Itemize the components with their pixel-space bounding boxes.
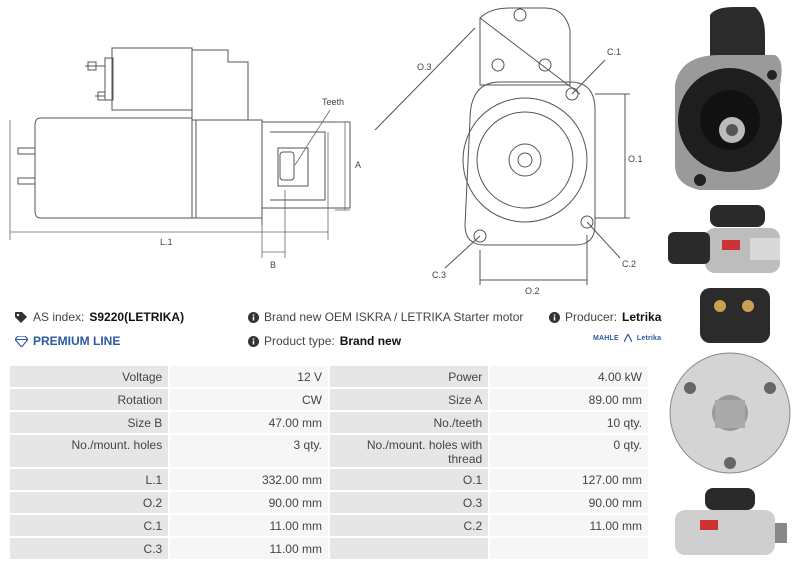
photo-side-bottom bbox=[675, 488, 787, 555]
product-type-label: Product type: bbox=[264, 334, 335, 348]
producer-label: Producer: bbox=[565, 310, 618, 324]
spec-label: Size B bbox=[10, 412, 169, 433]
spec-label: L.1 bbox=[10, 469, 169, 490]
brand-logo-sub: Letrika bbox=[636, 334, 662, 342]
info-row-1: AS index: S9220(LETRIKA) Brand new OEM I… bbox=[15, 310, 661, 326]
spec-label: C.1 bbox=[10, 515, 169, 536]
label-o1: O.1 bbox=[628, 154, 643, 164]
label-c2: C.2 bbox=[622, 259, 636, 269]
spec-value: 90.00 mm bbox=[170, 492, 328, 513]
spec-label: O.3 bbox=[329, 492, 489, 513]
spec-label: Size A bbox=[329, 389, 489, 410]
spec-value: 3 qty. bbox=[170, 435, 328, 467]
spec-value: 12 V bbox=[170, 366, 328, 387]
tag-icon bbox=[15, 311, 27, 323]
label-o3: O.3 bbox=[417, 62, 432, 72]
spec-value: CW bbox=[170, 389, 328, 410]
spec-label: C.2 bbox=[329, 515, 489, 536]
label-o2: O.2 bbox=[525, 286, 540, 296]
as-index-label: AS index: bbox=[33, 310, 85, 324]
brand-mark-icon bbox=[623, 334, 632, 342]
label-c3: C.3 bbox=[432, 270, 446, 280]
brand-logo: MAHLE Letrika bbox=[593, 334, 661, 342]
producer: Producer: Letrika bbox=[549, 310, 661, 324]
as-index: AS index: S9220(LETRIKA) bbox=[15, 310, 184, 324]
product-type: Product type: Brand new bbox=[248, 334, 401, 348]
diamond-icon bbox=[15, 335, 28, 347]
product-info: AS index: S9220(LETRIKA) Brand new OEM I… bbox=[15, 310, 661, 350]
label-b: B bbox=[270, 260, 276, 270]
spec-value: 332.00 mm bbox=[170, 469, 328, 490]
photo-front bbox=[675, 7, 782, 190]
label-teeth: Teeth bbox=[322, 97, 344, 107]
spec-label: No./mount. holes bbox=[10, 435, 169, 467]
premium-line-label: PREMIUM LINE bbox=[33, 334, 121, 348]
info-icon bbox=[549, 311, 560, 323]
product-type-value: Brand new bbox=[339, 334, 402, 348]
spec-label: Power bbox=[329, 366, 489, 387]
label-c1: C.1 bbox=[607, 47, 621, 57]
spec-label: No./teeth bbox=[329, 412, 489, 433]
label-l1: L.1 bbox=[160, 237, 173, 247]
description-text: Brand new OEM ISKRA / LETRIKA Starter mo… bbox=[264, 310, 524, 324]
producer-value: Letrika bbox=[622, 310, 662, 324]
spec-value: 11.00 mm bbox=[490, 515, 648, 536]
spec-value bbox=[490, 538, 648, 559]
spec-value: 90.00 mm bbox=[490, 492, 648, 513]
side-view bbox=[17, 47, 351, 225]
spec-value: 4.00 kW bbox=[490, 366, 648, 387]
spec-value: 0 qty. bbox=[490, 435, 648, 467]
spec-label: C.3 bbox=[10, 538, 169, 559]
front-view bbox=[374, 7, 630, 285]
label-a: A bbox=[355, 160, 361, 170]
spec-value: 127.00 mm bbox=[490, 469, 648, 490]
info-icon bbox=[248, 335, 259, 347]
photo-rear bbox=[669, 288, 791, 474]
spec-value: 89.00 mm bbox=[490, 389, 648, 410]
as-index-value: S9220(LETRIKA) bbox=[89, 310, 185, 324]
spec-value: 11.00 mm bbox=[170, 538, 328, 559]
spec-value: 10 qty. bbox=[490, 412, 648, 433]
spec-label: Rotation bbox=[10, 389, 169, 410]
brand-logo-text: MAHLE bbox=[593, 334, 619, 342]
spec-label: O.2 bbox=[10, 492, 169, 513]
spec-value: 11.00 mm bbox=[170, 515, 328, 536]
spec-label: Voltage bbox=[10, 366, 169, 387]
dimension-lines bbox=[9, 109, 350, 258]
spec-label: O.1 bbox=[329, 469, 489, 490]
premium-line-badge: PREMIUM LINE bbox=[15, 334, 120, 348]
spec-label bbox=[329, 538, 489, 559]
spec-value: 47.00 mm bbox=[170, 412, 328, 433]
product-photos bbox=[655, 0, 800, 570]
description: Brand new OEM ISKRA / LETRIKA Starter mo… bbox=[248, 310, 523, 324]
technical-drawing: Teeth A B L.1 O.1 O.2 O.3 C.1 C.2 C.3 bbox=[9, 7, 643, 296]
spec-label: No./mount. holes with thread bbox=[329, 435, 489, 467]
info-icon bbox=[248, 311, 259, 323]
photo-side-top bbox=[668, 205, 780, 273]
info-row-2: PREMIUM LINE Product type: Brand new MAH… bbox=[15, 334, 661, 350]
